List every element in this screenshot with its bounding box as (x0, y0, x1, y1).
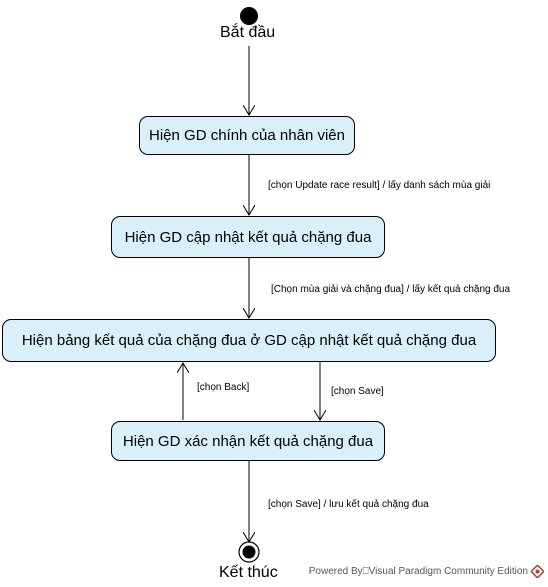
state-update-race-result-ui: Hiện GD cập nhật kết quả chặng đua (111, 216, 385, 258)
end-label: Kết thúc (219, 564, 278, 581)
footer-text: Powered By⎕Visual Paradigm Community Edi… (308, 566, 528, 577)
visual-paradigm-logo-icon (531, 565, 544, 578)
state-confirm-result-ui: Hiện GD xác nhận kết quả chặng đua (111, 421, 385, 461)
transition-label-save-result: [chọn Save] / lưu kết quả chặng đua (268, 499, 429, 510)
start-label: Bắt đầu (220, 24, 276, 41)
initial-node (240, 7, 258, 25)
transition-label-select-season-race: [Chọn mùa giải và chặng đua] / lấy kết q… (271, 284, 511, 295)
transition-label-save: [chọn Save] (331, 386, 384, 397)
transition-label-update-race-result: [chọn Update race result] / lấy danh sác… (268, 180, 491, 191)
state-main-staff-ui: Hiện GD chính của nhân viên (139, 116, 355, 155)
final-node-inner (242, 545, 256, 559)
transition-label-back: [chọn Back] (197, 382, 250, 393)
powered-by-footer: Powered By⎕Visual Paradigm Community Edi… (309, 565, 544, 578)
state-race-result-table: Hiện bảng kết quả của chặng đua ở GD cập… (2, 319, 496, 362)
